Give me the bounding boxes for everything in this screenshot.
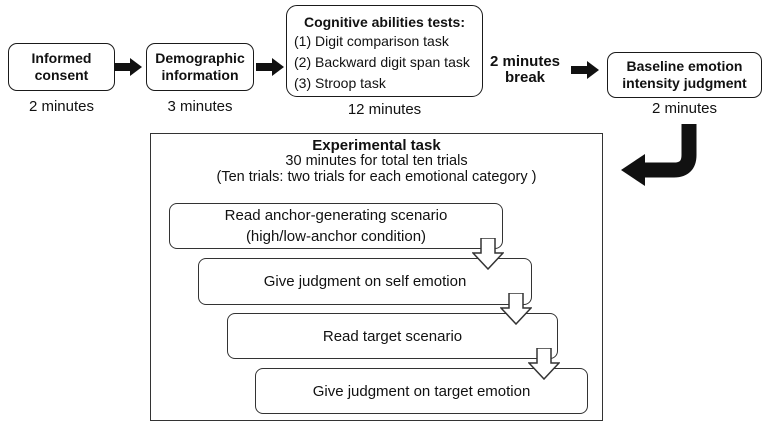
right-arrow-icon (256, 58, 284, 76)
elbow-down-left-arrow-icon (621, 124, 697, 186)
experimental-task-header: Experimental task 30 minutes for total t… (151, 138, 602, 185)
hollow-down-arrow-icon (472, 238, 504, 270)
flow-step-cognitive-abilities-tests: Cognitive abilities tests: (1) Digit com… (286, 5, 483, 97)
hollow-down-arrow-icon (500, 293, 532, 325)
right-arrow-icon (571, 61, 599, 79)
cognitive-tests-title: Cognitive abilities tests: (303, 14, 466, 30)
cognitive-test-item: (2) Backward digit span task (294, 54, 470, 70)
flow-step-demographic-information: Demographic information (146, 43, 254, 91)
flow-step-informed-consent: Informed consent (8, 43, 115, 91)
duration-cognitive-tests: 12 minutes (347, 101, 422, 118)
task-step-judgment-target-emotion: Give judgment on target emotion (255, 368, 588, 414)
task-step-judgment-self-emotion: Give judgment on self emotion (198, 258, 532, 305)
duration-informed-consent: 2 minutes (28, 98, 95, 115)
flow-step-baseline-emotion-judgment: Baseline emotion intensity judgment (607, 52, 762, 98)
flow-step-label: Demographic information (155, 50, 245, 83)
task-step-read-target-scenario: Read target scenario (227, 313, 558, 359)
experimental-task-subtitle: 30 minutes for total ten trials (285, 153, 468, 169)
experimental-task-box: Experimental task 30 minutes for total t… (150, 133, 603, 421)
cognitive-test-item: (3) Stroop task (294, 75, 386, 91)
task-step-read-anchor-scenario: Read anchor-generating scenario (high/lo… (169, 203, 503, 249)
flow-step-label: Baseline emotion intensity judgment (622, 58, 747, 91)
flow-step-break-label: 2 minutes break (489, 53, 561, 86)
right-arrow-icon (114, 58, 142, 76)
cognitive-test-item: (1) Digit comparison task (294, 33, 449, 49)
flow-step-label: Informed consent (31, 50, 92, 83)
duration-baseline-emotion-judgment: 2 minutes (651, 100, 718, 117)
experimental-task-title: Experimental task (312, 137, 441, 154)
experimental-task-subtitle: (Ten trials: two trials for each emotion… (216, 168, 537, 185)
hollow-down-arrow-icon (528, 348, 560, 380)
duration-demographic-information: 3 minutes (167, 98, 233, 115)
